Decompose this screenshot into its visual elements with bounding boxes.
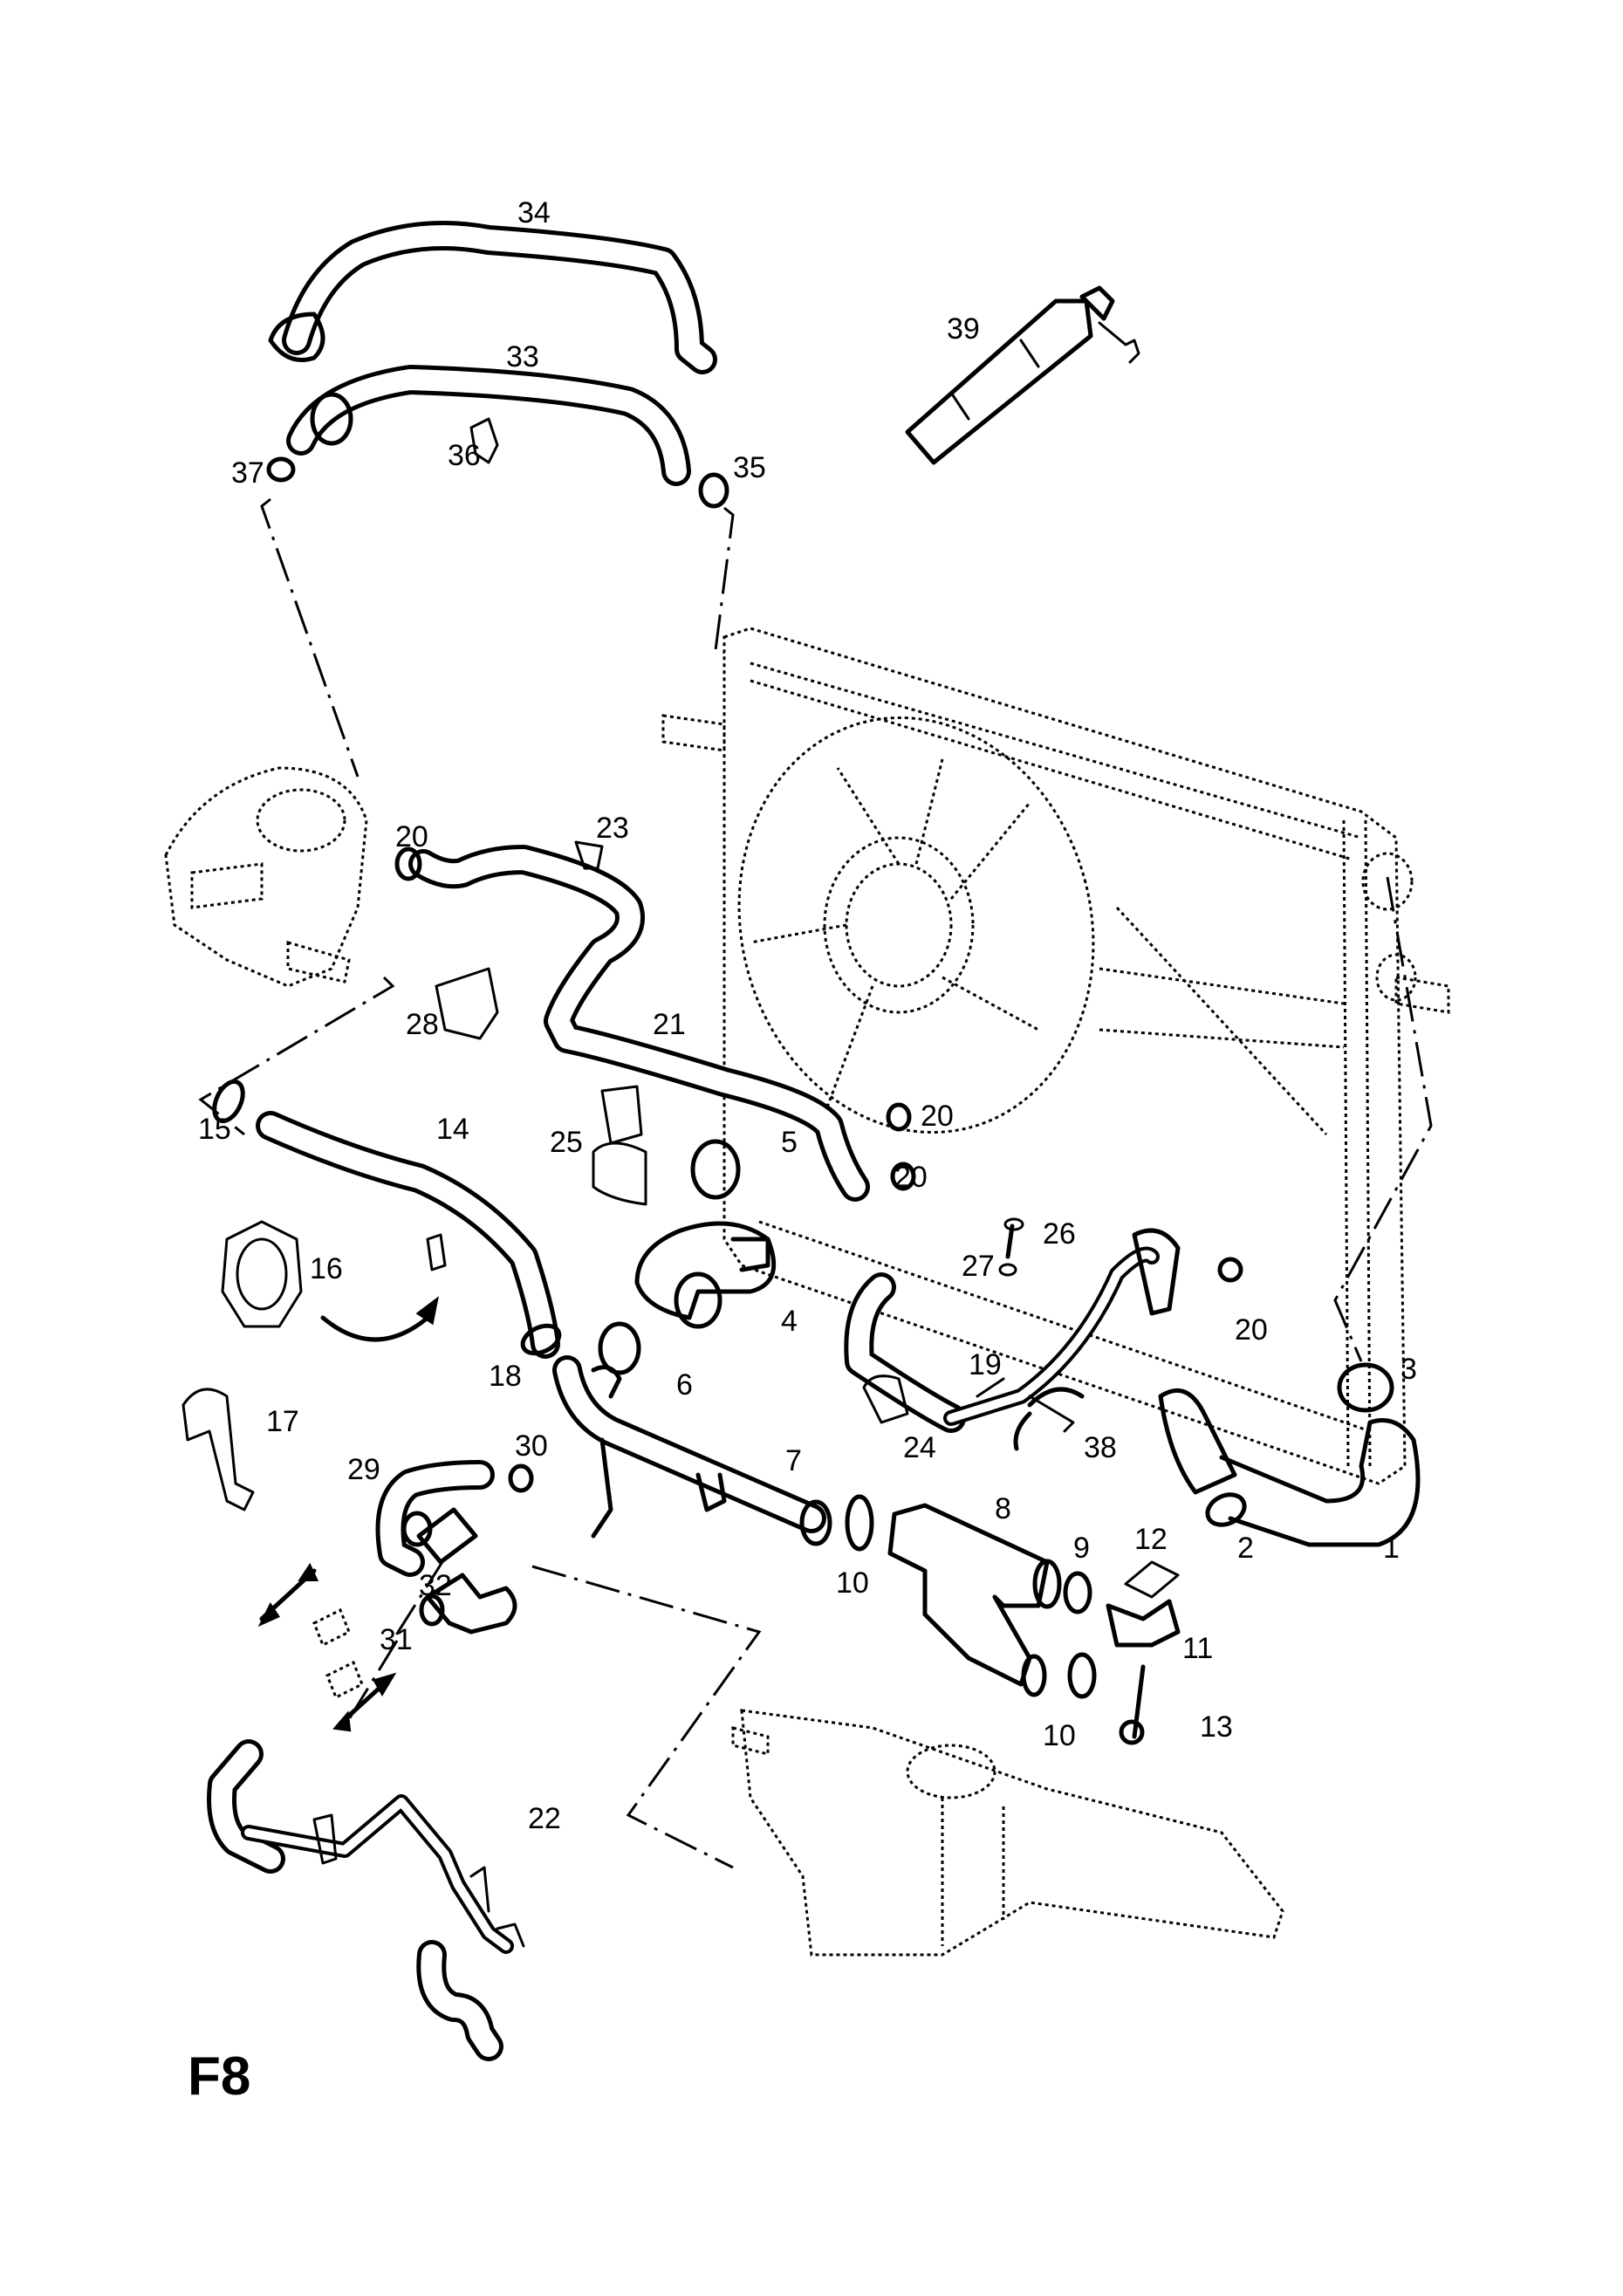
clip-23[interactable]: [574, 840, 604, 870]
label-20a: 20: [395, 820, 428, 853]
hose-1[interactable]: [1158, 1388, 1421, 1547]
clip-24[interactable]: [862, 1374, 909, 1424]
label-9: 9: [1073, 1532, 1090, 1565]
label-24: 24: [903, 1431, 936, 1464]
label-37: 37: [231, 456, 264, 490]
hose-31[interactable]: [419, 1573, 517, 1635]
thermostat-housing-8[interactable]: [887, 1503, 1062, 1697]
label-15: 15: [198, 1113, 231, 1146]
clamp-20a[interactable]: [394, 846, 422, 881]
clamp-35[interactable]: [698, 472, 729, 509]
flange-11[interactable]: [1106, 1599, 1181, 1648]
washer-27[interactable]: [998, 1263, 1017, 1277]
sensor-39[interactable]: [905, 285, 1140, 465]
label-3: 3: [1400, 1353, 1417, 1386]
fitting-arrow: [320, 1233, 447, 1342]
label-2: 2: [1237, 1532, 1254, 1565]
label-33: 33: [506, 340, 539, 374]
dotted-fittings: [312, 1607, 364, 1700]
hose-34[interactable]: [268, 221, 717, 374]
pipe-7[interactable]: [552, 1355, 832, 1546]
pipe-19[interactable]: [844, 1228, 1181, 1433]
clamp-5[interactable]: [690, 1139, 741, 1200]
label-19: 19: [969, 1348, 1002, 1381]
label-20c: 20: [894, 1161, 928, 1194]
clamp-15[interactable]: [209, 1077, 249, 1125]
label-10b: 10: [1043, 1719, 1076, 1752]
label-13: 13: [1200, 1710, 1233, 1744]
label-23: 23: [596, 812, 629, 845]
label-7: 7: [785, 1444, 802, 1477]
clamp-30[interactable]: [508, 1463, 534, 1493]
clamp-20b[interactable]: [886, 1102, 912, 1132]
label-18: 18: [489, 1360, 522, 1393]
label-25: 25: [550, 1126, 583, 1159]
pipe-22[interactable]: [207, 1739, 525, 2061]
label-34: 34: [517, 196, 551, 230]
radiator-fan-assembly: [661, 627, 1450, 1485]
part-labels: 34 33 37 36 35 39 20 23 28 21 15 14 25 5…: [198, 196, 1417, 1835]
bolt-26[interactable]: [1003, 1217, 1024, 1259]
clamp-9[interactable]: [1063, 1571, 1092, 1614]
label-14: 14: [436, 1113, 469, 1146]
label-6: 6: [676, 1368, 693, 1402]
clip-36[interactable]: [469, 417, 499, 464]
label-29: 29: [347, 1453, 380, 1486]
clamp-18[interactable]: [518, 1320, 564, 1359]
label-1: 1: [1383, 1532, 1400, 1565]
holder-17[interactable]: [181, 1388, 255, 1511]
label-35: 35: [733, 451, 766, 484]
expansion-tank: [164, 766, 368, 988]
clamp-20c[interactable]: [890, 1162, 916, 1191]
engine-housing: [731, 1709, 1284, 1957]
hose-29[interactable]: [375, 1460, 495, 1577]
leader-lines: [198, 497, 1433, 1869]
clamp-10b[interactable]: [1067, 1652, 1097, 1699]
bolt-13[interactable]: [1119, 1664, 1146, 1745]
label-39: 39: [947, 312, 980, 346]
clamp-20d[interactable]: [1217, 1257, 1243, 1283]
gasket-12[interactable]: [1124, 1560, 1180, 1599]
label-8: 8: [995, 1492, 1011, 1525]
label-31: 31: [380, 1623, 413, 1656]
label-32: 32: [419, 1569, 452, 1602]
hose-4[interactable]: [634, 1221, 777, 1329]
label-20b: 20: [921, 1100, 954, 1133]
label-20d: 20: [1235, 1313, 1268, 1347]
clip-28[interactable]: [435, 967, 499, 1040]
clamp-2[interactable]: [1202, 1489, 1249, 1531]
label-21: 21: [653, 1008, 686, 1041]
label-27: 27: [962, 1250, 995, 1283]
label-16: 16: [310, 1252, 343, 1285]
label-36: 36: [448, 439, 481, 472]
hose-21[interactable]: [408, 845, 870, 1202]
direction-arrows: [257, 1562, 397, 1732]
label-11: 11: [1182, 1632, 1213, 1665]
clip-25[interactable]: [592, 1085, 647, 1206]
label-28: 28: [406, 1008, 439, 1041]
label-12: 12: [1134, 1523, 1168, 1556]
clamp-32[interactable]: [401, 1511, 433, 1547]
label-30: 30: [515, 1429, 548, 1463]
label-22: 22: [528, 1802, 561, 1835]
clamp-3[interactable]: [1337, 1362, 1394, 1413]
label-17: 17: [266, 1405, 299, 1438]
clamp-37[interactable]: [266, 456, 296, 483]
clamp-6[interactable]: [598, 1321, 641, 1375]
label-38: 38: [1084, 1431, 1117, 1464]
label-5: 5: [781, 1126, 798, 1159]
clip-38[interactable]: [1013, 1387, 1085, 1451]
label-26: 26: [1043, 1217, 1076, 1251]
label-10a: 10: [836, 1566, 869, 1600]
page-code: F8: [188, 2046, 250, 2107]
label-4: 4: [781, 1305, 798, 1338]
hose-33[interactable]: [286, 365, 691, 486]
hose-14[interactable]: [256, 1111, 560, 1359]
clamp-10a[interactable]: [845, 1494, 874, 1552]
bracket-16[interactable]: [221, 1220, 303, 1328]
